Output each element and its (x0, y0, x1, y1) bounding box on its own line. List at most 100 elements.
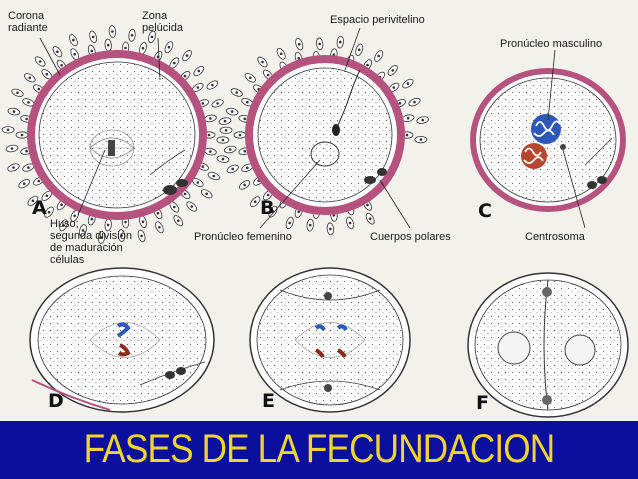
panel-d-cell (29, 267, 215, 413)
corona-cell-nucleus (211, 83, 214, 87)
corona-cell-nucleus (60, 64, 63, 67)
corona-cell-nucleus (158, 226, 161, 229)
corona-cell-nucleus (261, 60, 264, 64)
corona-cell-nucleus (235, 91, 238, 94)
corona-cell-nucleus (73, 214, 76, 218)
corona-cell-nucleus (27, 101, 30, 104)
corona-cell-nucleus (413, 100, 416, 104)
corona-cell-nucleus (405, 133, 409, 137)
corona-cell-nucleus (45, 194, 49, 198)
corona-cell-nucleus (308, 223, 312, 227)
panel-letter-b: B (260, 197, 275, 219)
corona-cell-nucleus (37, 87, 41, 91)
corona-cell-nucleus (348, 221, 352, 225)
label-cuerpos-polares: Cuerpos polares (370, 231, 451, 243)
corona-cell-nucleus (246, 166, 249, 170)
corona-cell-nucleus (297, 56, 301, 60)
corona-cell-nucleus (167, 45, 171, 49)
corona-cell-nucleus (398, 102, 402, 105)
nucleus-f-left (497, 331, 531, 365)
corona-cell-nucleus (173, 205, 176, 209)
corona-cell-nucleus (243, 149, 247, 153)
corona-cell-nucleus (141, 46, 145, 50)
corona-cell-nucleus (366, 63, 369, 67)
corona-cell-nucleus (421, 118, 425, 122)
corona-cell-nucleus (246, 100, 249, 104)
corona-cell-nucleus (25, 117, 28, 121)
corona-cell-nucleus (231, 167, 234, 171)
corona-cell-nucleus (249, 76, 252, 80)
corona-cell-nucleus (185, 54, 189, 57)
corona-cell-nucleus (27, 166, 30, 169)
corona-cell-nucleus (209, 150, 212, 153)
corona-cell-nucleus (120, 234, 123, 237)
corona-cell-nucleus (173, 61, 176, 65)
corona-cell-nucleus (318, 42, 322, 46)
corona-cell-nucleus (216, 102, 219, 105)
corona-cell-nucleus (230, 110, 234, 113)
title-banner: FASES DE LA FECUNDACION (0, 421, 638, 479)
nucleus-f-right (564, 334, 596, 366)
corona-cell-nucleus (279, 52, 283, 56)
corona-cell-nucleus (140, 234, 143, 238)
corona-cell-nucleus (124, 46, 127, 50)
panel-letter-a: A (32, 197, 47, 219)
corona-cell-nucleus (243, 117, 247, 121)
corona-cell-nucleus (391, 69, 395, 72)
corona-cell-nucleus (16, 91, 19, 95)
corona-cell-nucleus (297, 210, 301, 214)
corona-cell-nucleus (22, 182, 26, 185)
corona-cell-nucleus (72, 38, 75, 42)
corona-cell-nucleus (156, 211, 160, 215)
female-pronucleus-c (521, 143, 547, 169)
corona-cell-nucleus (266, 73, 270, 77)
panel-a-cell (1, 25, 232, 244)
corona-cell-nucleus (190, 205, 193, 208)
panel-letter-c: C (478, 200, 492, 222)
panel-letter-d: D (48, 390, 64, 412)
corona-cell-nucleus (205, 192, 208, 196)
corona-cell-nucleus (196, 86, 200, 89)
corona-cell-nucleus (81, 229, 85, 232)
spindle-d (89, 322, 161, 358)
diagram-svg (1, 25, 629, 418)
panel-b-cell (219, 35, 430, 236)
corona-cell-nucleus (357, 48, 361, 52)
panel-f-cell (467, 272, 629, 418)
corona-cell-nucleus (196, 181, 200, 184)
corona-cell-nucleus (329, 227, 332, 231)
corona-cell-nucleus (197, 69, 201, 73)
corona-cell-nucleus (221, 157, 225, 161)
corona-cell-nucleus (332, 214, 336, 217)
label-pronucleo-masculino: Pronúcleo masculino (500, 38, 603, 50)
pointer-lines (39, 27, 586, 229)
corona-cell-nucleus (10, 147, 14, 150)
corona-cell-nucleus (47, 210, 51, 214)
corona-cell-nucleus (209, 117, 212, 120)
label-espacio-perivitelino: Espacio perivitelino (330, 14, 425, 26)
corona-cell-nucleus (253, 200, 257, 203)
corona-cell-nucleus (45, 72, 49, 76)
corona-cell-nucleus (339, 40, 342, 44)
corona-cell-nucleus (90, 49, 94, 53)
corona-cell-nucleus (124, 220, 127, 224)
corona-cell-nucleus (183, 74, 187, 78)
corona-cell-nucleus (406, 82, 410, 85)
corona-cell-nucleus (150, 35, 154, 39)
corona-cell-nucleus (377, 54, 381, 58)
male-pronucleus-c (531, 114, 561, 144)
corona-cell-nucleus (62, 224, 65, 227)
panel-letter-f: F (476, 392, 489, 414)
panel-letter-e: E (262, 390, 275, 412)
corona-cell-nucleus (6, 128, 10, 132)
corona-cell-nucleus (106, 43, 110, 47)
corona-cell-nucleus (419, 138, 423, 141)
corona-cell-nucleus (201, 165, 205, 168)
sperm-head-b (332, 124, 340, 136)
panel-e-cell (249, 267, 411, 413)
label-huso: Huso; segunda división de maduración cél… (50, 218, 132, 266)
corona-cell-nucleus (238, 133, 242, 137)
corona-cell-nucleus (266, 193, 270, 197)
corona-cell-nucleus (12, 166, 15, 169)
label-corona-radiante: Corona radiante (8, 10, 48, 34)
